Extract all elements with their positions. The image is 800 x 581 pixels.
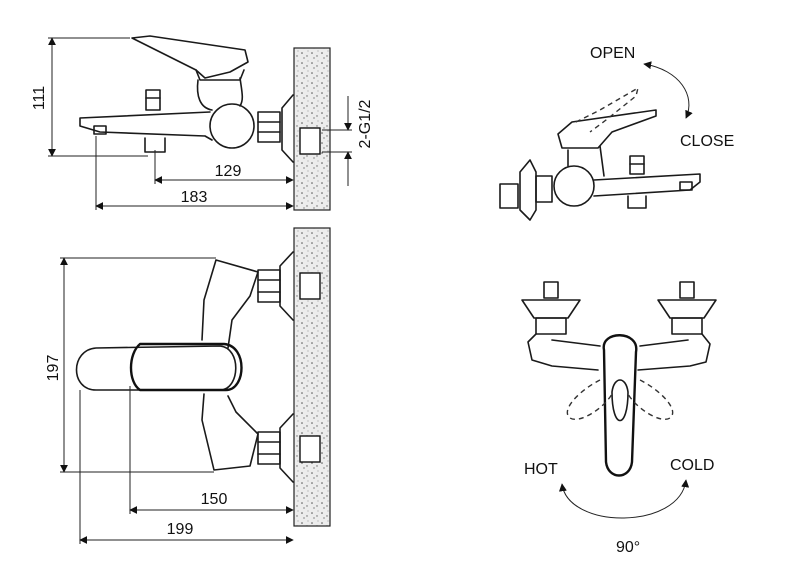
hot-cold-view: HOT COLD 90°	[521, 281, 717, 556]
close-label: CLOSE	[680, 133, 734, 150]
dim-199-label: 199	[167, 521, 194, 538]
lever-open-dashed	[575, 86, 640, 133]
valve-body-side	[209, 103, 255, 149]
valve-body-op	[553, 165, 595, 207]
hot-label: HOT	[524, 461, 558, 478]
dim-111-label: 111	[31, 86, 48, 110]
dim-150-label: 150	[201, 491, 228, 508]
body-top	[201, 259, 259, 349]
open-label: OPEN	[590, 45, 635, 62]
lever-handle-side	[131, 35, 249, 79]
cold-label: COLD	[670, 457, 714, 474]
pipe-recess-top-upper	[299, 272, 321, 300]
dim-197-label: 197	[45, 355, 62, 382]
escutcheon-op	[519, 159, 537, 221]
angle-label: 90°	[616, 539, 640, 556]
lever-center-front	[602, 334, 638, 477]
connector-nut-side	[257, 111, 281, 143]
diverter-knob-op	[629, 155, 645, 175]
escutcheon-side	[281, 94, 294, 163]
thread-label: 2-G1/2	[357, 99, 374, 148]
pipe-recess-top-lower	[299, 435, 321, 463]
lever-closed-op	[557, 109, 657, 149]
lever-handle-top	[75, 345, 237, 391]
dim-183-label: 183	[181, 189, 208, 206]
open-close-arrow	[643, 61, 693, 119]
body-side	[196, 77, 244, 111]
open-close-view: OPEN CLOSE	[499, 45, 734, 221]
mixer-body-front	[527, 333, 711, 371]
outlet-side	[144, 137, 166, 153]
top-view: 197 150 199	[45, 227, 331, 544]
pipe-recess-side	[299, 127, 321, 155]
side-view: 111 2-G1/2 129 183	[31, 35, 374, 211]
diverter-knob-side	[145, 89, 161, 111]
spout-side	[79, 111, 213, 141]
lever-cold-dashed	[627, 379, 674, 420]
rotation-arrow	[558, 479, 690, 519]
lever-hot-dashed	[566, 379, 613, 420]
dim-129-label: 129	[215, 163, 242, 180]
